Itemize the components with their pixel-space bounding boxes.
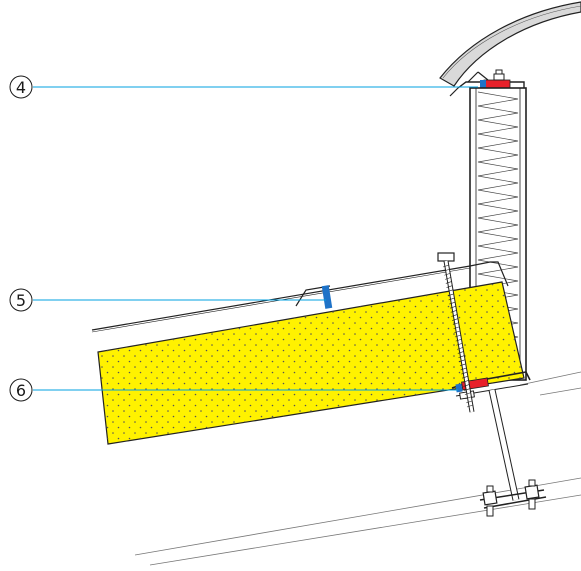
roof-slope-lines: [134, 371, 581, 566]
seal-top: [480, 80, 486, 88]
long-screw: [437, 252, 475, 413]
callout-6: 6: [9, 378, 33, 402]
gasket-top: [483, 79, 511, 89]
callout-leaders: [33, 86, 478, 391]
arch-profile: [439, 1, 581, 87]
seal-mid: [321, 285, 333, 309]
callout-5-label: 5: [16, 291, 26, 310]
support-rod: [479, 389, 547, 517]
callout-6-label: 6: [16, 381, 26, 400]
top-bracket: [449, 69, 525, 97]
callout-5: 5: [9, 288, 33, 312]
screw-thread: [442, 264, 474, 408]
seal-bottom: [455, 383, 463, 393]
callout-4: 4: [9, 75, 33, 99]
callout-4-label: 4: [16, 78, 26, 97]
insulation-board: [97, 281, 525, 445]
